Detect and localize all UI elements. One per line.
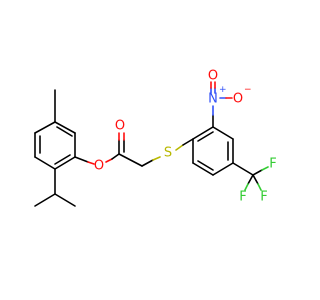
carbonyl-oxygen-label: O [115, 119, 125, 134]
bond [212, 126, 234, 140]
structure-diagram: O O S N + O O − F F F [34, 69, 277, 207]
trifluoromethyl-group [232, 162, 269, 191]
bond [152, 156, 161, 161]
bond [54, 193, 76, 207]
bond [175, 144, 184, 151]
bond [34, 193, 56, 207]
bond [118, 153, 143, 167]
bond [141, 159, 154, 167]
right-benzene-ring [192, 126, 234, 176]
oxygen-charge-label: − [244, 85, 252, 95]
bond [87, 161, 95, 165]
ester-group [74, 132, 161, 167]
fluorine-label-3: F [260, 190, 267, 205]
nitro-oxygen-double-label: O [208, 69, 218, 84]
bond [105, 158, 113, 163]
fluorine-label-1: F [269, 157, 276, 172]
left-benzene-ring [34, 121, 76, 170]
bond [252, 169, 263, 176]
double-bond-inner [54, 154, 71, 165]
bond [232, 162, 254, 176]
bond [252, 174, 259, 185]
molecule-canvas: O O S N + O O − F F F [34, 69, 277, 207]
bond [257, 183, 262, 191]
bond [111, 153, 120, 160]
bond [74, 156, 89, 163]
bond [54, 121, 76, 134]
bond [54, 156, 76, 170]
bond [34, 121, 56, 134]
bond [192, 126, 214, 140]
double-bond-inner [56, 126, 73, 137]
bond [182, 138, 194, 146]
ester-oxygen-label: O [94, 159, 104, 174]
isopropyl-group [34, 168, 76, 207]
nitro-oxygen-single-label: O [233, 92, 243, 107]
nitro-group [210, 81, 233, 128]
bond [212, 162, 234, 176]
sulfur-label: S [164, 146, 172, 161]
bond [34, 156, 56, 170]
bond [261, 166, 269, 171]
nitrogen-charge-label: + [219, 85, 227, 95]
double-bond-inner [197, 160, 214, 171]
bond [247, 174, 254, 185]
bond [192, 162, 214, 176]
double-bond-inner [197, 131, 214, 142]
fluorine-label-2: F [239, 190, 246, 205]
nitro-nitrogen-label: N [208, 92, 218, 107]
bond [244, 183, 249, 191]
